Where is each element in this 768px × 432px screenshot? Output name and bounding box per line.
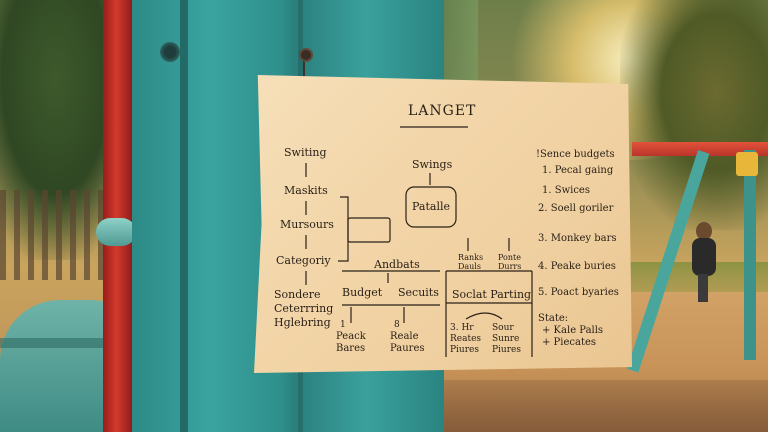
sub-b-1: Sour — [492, 323, 514, 333]
sub-left-2: Bares — [336, 343, 366, 354]
sub-a-2: Reates — [450, 334, 482, 344]
right-item-1: 1. Pecal gaing — [542, 165, 614, 176]
slide-rim — [0, 338, 120, 348]
small-right-1: Ponte — [498, 253, 521, 262]
pushpin-icon — [299, 48, 313, 62]
sub-b-3: Piures — [492, 345, 521, 355]
sub-a-1: 3. Hr — [450, 323, 474, 333]
bolt-icon — [160, 42, 180, 62]
sub-left-1: Peack — [336, 331, 366, 342]
sub-mid-2: Paures — [390, 343, 425, 354]
left-bottom-1: Sondere — [274, 288, 321, 301]
soclat-parting-label: Soclat Parting — [452, 288, 532, 301]
left-item-2: Maskits — [284, 184, 328, 197]
child-legs — [698, 274, 708, 302]
state-label: State: — [538, 313, 569, 324]
right-item-5: 4. Peake buries — [538, 261, 616, 272]
teal-handle-bar — [96, 218, 136, 246]
left-item-1: Switing — [284, 146, 327, 159]
handwritten-note: LANGET Switing Maskits Mursours Categori… — [254, 75, 632, 373]
sub-b-2: Sunre — [492, 334, 520, 344]
center-top: Swings — [412, 158, 453, 171]
right-item-4: 3. Monkey bars — [538, 233, 617, 244]
swing-set-top-bar — [632, 142, 768, 156]
note-connector-lines — [305, 126, 533, 357]
swing-set-leg-right — [744, 150, 756, 360]
small-right-2: Durrs — [498, 262, 522, 271]
secuits-label: Secuits — [398, 286, 439, 299]
note-title: LANGET — [408, 103, 477, 119]
sub-left-num: 1 — [340, 320, 346, 330]
left-bottom-2: Ceterrring — [274, 302, 334, 315]
left-item-3: Mursours — [280, 218, 334, 231]
left-item-4: Categoriy — [276, 254, 331, 267]
small-left-2: Dauls — [458, 262, 481, 271]
budget-label: Budget — [342, 286, 383, 299]
child-figure — [690, 222, 718, 302]
right-item-2: 1. Swices — [542, 185, 590, 196]
sub-mid-1: Reale — [390, 331, 419, 342]
state-item-1: + Kale Palls — [542, 325, 604, 336]
center-box-label: Patalle — [412, 200, 450, 213]
child-head — [696, 222, 712, 240]
ground-shadow — [440, 380, 768, 432]
right-item-6: 5. Poact byaries — [538, 287, 619, 298]
right-heading: !Sence budgets — [536, 149, 615, 160]
child-body — [692, 238, 716, 276]
state-item-2: + Piecates — [542, 337, 597, 348]
red-pole — [103, 0, 133, 432]
andbats-label: Andbats — [374, 258, 420, 271]
pin-wire — [303, 56, 305, 94]
sub-a-3: Piures — [450, 345, 479, 355]
small-left-1: Ranks — [458, 253, 484, 262]
right-item-3: 2. Soell goriler — [538, 203, 614, 214]
left-bottom-3: Hglebring — [274, 316, 331, 329]
sub-mid-num: 8 — [394, 320, 400, 330]
post-seam — [180, 0, 188, 432]
fence — [0, 190, 105, 280]
swing-set-joint — [736, 152, 758, 176]
